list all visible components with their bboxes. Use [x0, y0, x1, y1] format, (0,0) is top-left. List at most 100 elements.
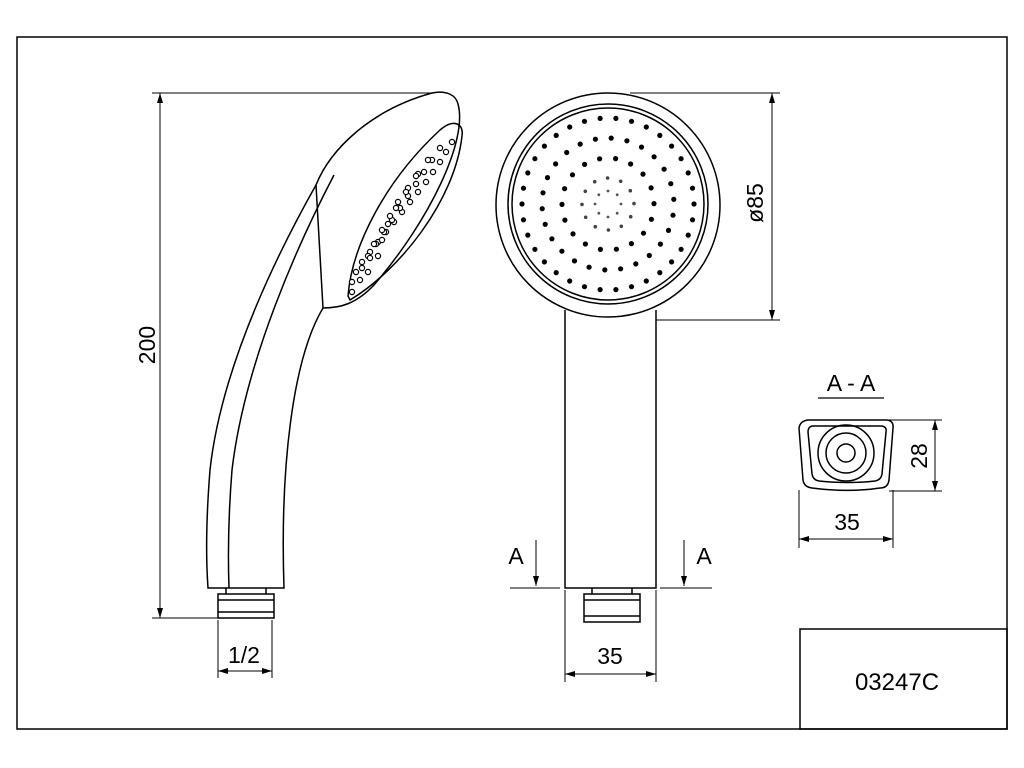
front-view-spray-face — [507, 103, 709, 305]
nozzle — [442, 148, 450, 156]
nozzle — [564, 149, 570, 156]
nozzle — [356, 276, 364, 284]
nozzle — [358, 258, 366, 266]
nozzle — [532, 246, 538, 252]
nozzle — [378, 236, 386, 244]
section-cut-markers — [510, 540, 712, 589]
nozzle — [570, 231, 576, 237]
nozzle — [668, 181, 674, 187]
nozzle — [436, 144, 444, 152]
nozzle — [364, 268, 372, 276]
nozzle — [657, 241, 664, 247]
nozzle — [618, 179, 623, 184]
section-inner-profile — [807, 425, 887, 484]
nozzle — [532, 156, 538, 162]
nozzle — [613, 287, 619, 293]
nozzle — [559, 201, 565, 207]
nozzle — [628, 118, 635, 124]
nozzle — [370, 240, 378, 248]
nozzle — [386, 212, 394, 220]
side-view-head-outline — [315, 91, 461, 309]
nozzle — [448, 138, 456, 146]
nozzle — [613, 115, 619, 121]
nozzle — [562, 186, 568, 192]
nozzle — [670, 212, 676, 218]
nozzle — [352, 268, 360, 276]
nozzle — [429, 168, 437, 176]
nozzle — [606, 215, 610, 219]
dimension-section-width-label: 35 — [834, 509, 860, 535]
nozzle — [618, 266, 624, 272]
nozzle — [544, 175, 551, 181]
nozzle — [412, 180, 420, 188]
nozzle — [685, 232, 691, 238]
section-bore-outer — [817, 424, 875, 482]
section-marker-left: A — [508, 543, 524, 569]
nozzle — [597, 115, 603, 121]
nozzle — [657, 132, 663, 138]
side-view-nozzles — [348, 138, 456, 296]
nozzle — [394, 198, 402, 206]
nozzle — [567, 278, 573, 284]
nozzle — [553, 161, 559, 167]
nozzle — [567, 124, 573, 130]
nozzle — [669, 143, 675, 149]
part-number: 03247C — [855, 669, 939, 696]
nozzle — [520, 217, 527, 223]
nozzle — [422, 178, 430, 186]
nozzle — [643, 124, 649, 130]
nozzle — [632, 201, 636, 206]
nozzle — [525, 170, 531, 176]
side-view-handle-edge — [227, 174, 335, 589]
nozzle — [597, 156, 603, 162]
nozzle — [384, 220, 392, 228]
nozzle — [539, 206, 545, 212]
nozzle — [608, 135, 614, 141]
nozzle — [628, 284, 635, 290]
section-outer-profile — [798, 419, 894, 491]
nozzle — [549, 236, 555, 242]
nozzle — [606, 189, 610, 193]
front-view-connector — [583, 593, 641, 623]
nozzle — [541, 259, 548, 265]
nozzle — [597, 211, 601, 215]
nozzle — [519, 201, 525, 207]
nozzle — [553, 132, 559, 138]
nozzle — [643, 278, 649, 284]
nozzle — [669, 259, 675, 265]
nozzle — [685, 170, 691, 176]
nozzle — [602, 267, 608, 273]
section-view — [798, 419, 894, 491]
front-view-nozzles — [519, 115, 697, 293]
side-view-spray-face — [347, 122, 463, 302]
nozzle — [640, 230, 647, 236]
nozzle — [571, 258, 578, 264]
nozzle — [569, 172, 576, 178]
nozzle — [402, 188, 410, 196]
dimension-thread — [217, 620, 273, 678]
nozzle — [592, 136, 599, 142]
dimension-diameter — [630, 92, 780, 321]
nozzle — [586, 264, 592, 270]
dimension-section-height-label: 28 — [906, 443, 932, 469]
front-view-spray-inner — [511, 107, 705, 301]
section-title: A - A — [827, 370, 876, 396]
drawing-frame — [16, 36, 1008, 730]
nozzle — [628, 161, 634, 167]
nozzle — [689, 217, 696, 223]
nozzle — [581, 284, 588, 290]
nozzle — [615, 211, 619, 215]
nozzle — [651, 154, 657, 160]
nozzle — [605, 176, 610, 180]
dimension-diameter-label: ø85 — [742, 183, 768, 223]
front-view-handle-outline — [564, 310, 657, 589]
section-bore-inner — [836, 443, 856, 463]
nozzle — [597, 287, 603, 293]
nozzle — [420, 168, 428, 176]
nozzle — [593, 224, 598, 229]
nozzle — [691, 201, 697, 207]
nozzle — [424, 156, 432, 164]
nozzle — [665, 227, 672, 233]
nozzle — [628, 188, 633, 193]
nozzle — [581, 118, 588, 124]
